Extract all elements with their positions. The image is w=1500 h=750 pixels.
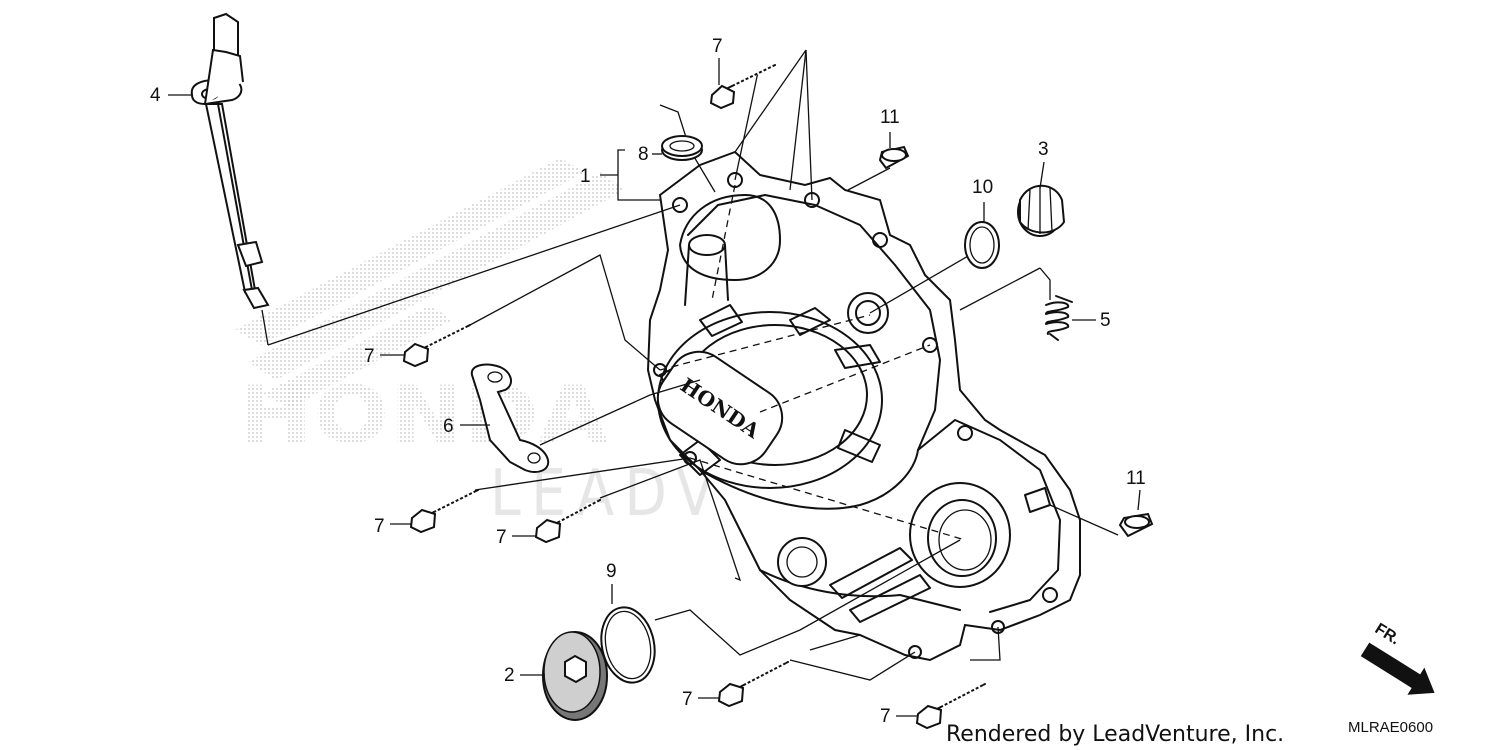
- part-2-plug: [542, 631, 608, 721]
- callout-10: 10: [972, 177, 993, 198]
- part-4-shaft: [190, 12, 270, 310]
- callout-7-left-lower: 7: [374, 516, 385, 537]
- callout-5: 5: [1100, 310, 1111, 331]
- part-11-dowel-right: [1118, 512, 1154, 538]
- callout-11-right: 11: [1126, 468, 1146, 489]
- front-arrow-icon: [1360, 642, 1435, 695]
- part-5-spring: [1045, 295, 1073, 341]
- fr-label: FR.: [1372, 620, 1403, 648]
- bolt-bottom-right: [915, 683, 986, 730]
- bolt-left-upper: [402, 324, 471, 368]
- callout-labels: 4 7 8 1 11 10 3 5 7 6 7 7 11 9 2 7 7: [150, 36, 1146, 727]
- honda-wing-watermark: [235, 158, 625, 408]
- callout-6: 6: [443, 416, 454, 437]
- rendered-by-footer: Rendered by LeadVenture, Inc.: [946, 722, 1284, 747]
- callout-1: 1: [580, 166, 591, 187]
- part-10-oring: [964, 221, 1000, 269]
- part-8-seal: [661, 135, 703, 161]
- bolt-mid-lower: [534, 499, 601, 544]
- callout-2: 2: [504, 665, 515, 686]
- bolt-left-lower: [409, 489, 479, 534]
- diagram-code: MLRAE0600: [1348, 719, 1433, 736]
- bolt-top: [709, 64, 776, 110]
- callout-7-bottom-right: 7: [880, 706, 891, 727]
- callout-7-left-upper: 7: [364, 346, 375, 367]
- callout-4: 4: [150, 85, 161, 106]
- callout-11-top: 11: [880, 107, 900, 128]
- honda-watermark-text: HONDA: [238, 371, 608, 461]
- part-9-oring: [600, 606, 656, 684]
- front-direction-indicator: FR.: [1360, 620, 1435, 695]
- leader-lines: [261, 49, 1141, 681]
- part-6-stay: [470, 363, 550, 473]
- part-11-dowel-top: [878, 145, 910, 170]
- callout-7-bottom-left: 7: [682, 689, 693, 710]
- crankcase-cover: HONDA: [646, 150, 1081, 662]
- callout-7-top: 7: [712, 36, 723, 57]
- bolt-bottom-left: [717, 661, 789, 708]
- callout-7-mid-lower: 7: [496, 527, 507, 548]
- callout-8: 8: [638, 144, 649, 165]
- callout-9: 9: [606, 561, 617, 582]
- callout-3: 3: [1038, 139, 1049, 160]
- part-3-filler-cap: [1017, 184, 1066, 237]
